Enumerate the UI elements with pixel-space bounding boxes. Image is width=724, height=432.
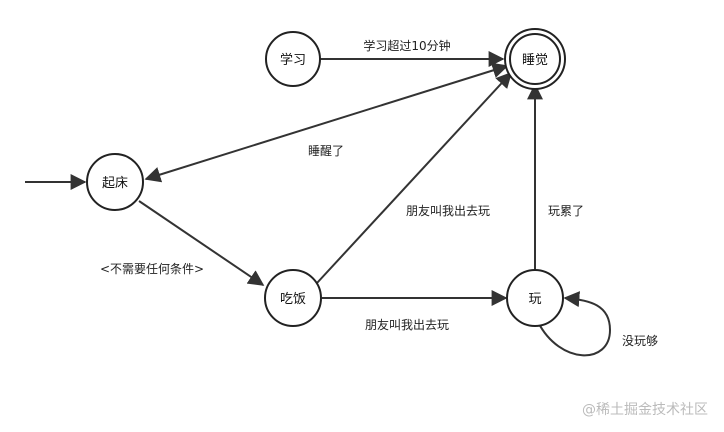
state-eat-label: 吃饭 — [280, 291, 306, 307]
state-sleep-label: 睡觉 — [522, 53, 548, 68]
state-sleep: 睡觉 — [504, 28, 566, 90]
label-eat-to-sleep: 朋友叫我出去玩 — [406, 204, 490, 218]
state-play: 玩 — [506, 269, 564, 327]
label-play-self: 没玩够 — [622, 333, 658, 348]
state-play-label: 玩 — [528, 292, 541, 307]
label-play-to-sleep: 玩累了 — [548, 204, 584, 218]
state-wake: 起床 — [86, 153, 144, 211]
state-eat: 吃饭 — [264, 269, 322, 327]
edge-sleep-to-wake — [144, 62, 509, 183]
edge-eat-to-sleep — [316, 71, 513, 284]
label-wake-to-eat: <不需要任何条件> — [100, 262, 204, 276]
state-study: 学习 — [265, 31, 321, 87]
edge-wake-to-eat — [138, 200, 265, 286]
state-study-label: 学习 — [280, 52, 306, 68]
label-eat-to-play: 朋友叫我出去玩 — [365, 318, 449, 332]
watermark: @稀土掘金技术社区 — [582, 402, 708, 418]
edge-play-self-loop — [537, 291, 612, 357]
label-study-to-sleep: 学习超过10分钟 — [363, 38, 450, 53]
label-sleep-to-wake: 睡醒了 — [308, 144, 344, 158]
state-wake-label: 起床 — [102, 176, 128, 191]
